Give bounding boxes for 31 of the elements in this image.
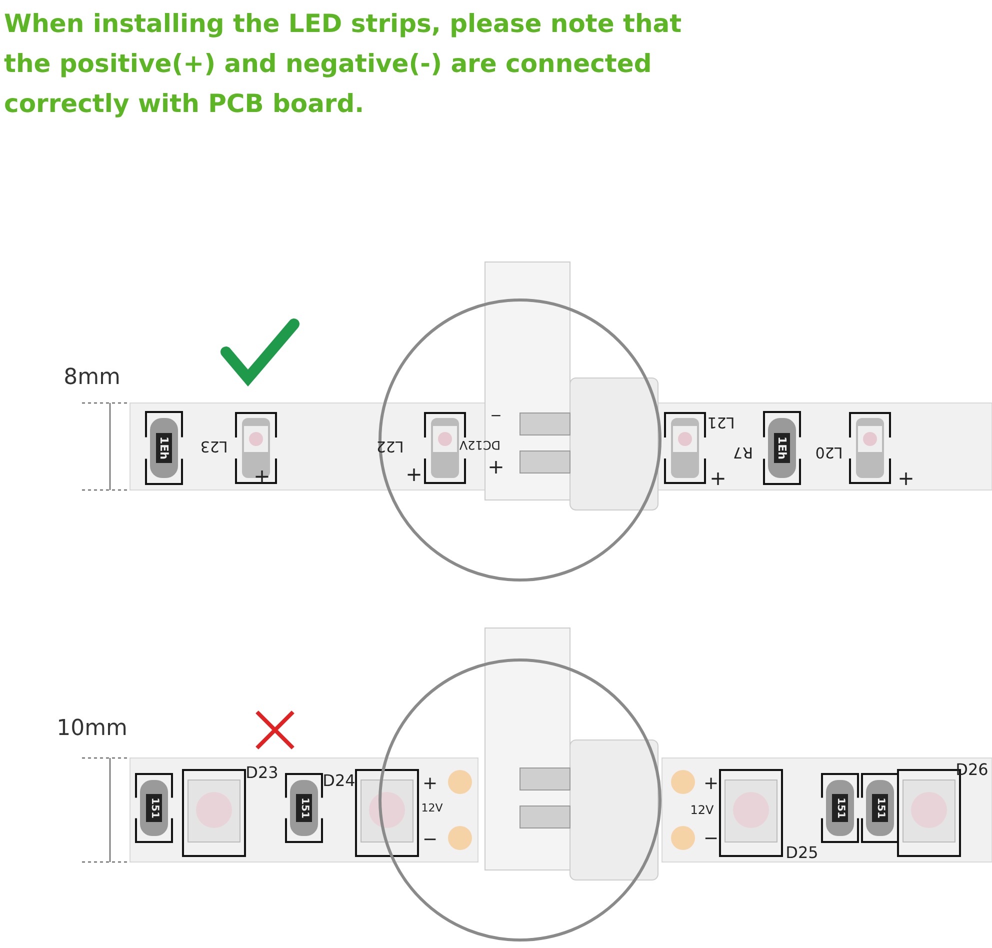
component-label: D23 (246, 765, 278, 781)
polarity-mark: + (254, 466, 270, 486)
voltage-marking: 12V (421, 802, 443, 814)
heading: When installing the LED strips, please note that the positive(+) and negative(-) are connected correctly with PCB board. (4, 8, 683, 120)
component-marking: 151 (149, 798, 159, 818)
voltage-marking: DC12V (459, 439, 501, 451)
component-label: D24 (322, 773, 356, 789)
component-marking: 151 (299, 798, 309, 818)
component-marking: 151 (835, 798, 845, 818)
polarity-mark: + (703, 775, 719, 793)
polarity-mark: − (422, 831, 438, 849)
component-label: D26 (956, 762, 988, 778)
dimension-label: 10mm (56, 718, 128, 740)
component-label: L21 (707, 414, 735, 430)
component-label: L22 (376, 438, 404, 454)
component-label: R7 (733, 444, 753, 460)
polarity-mark: + (406, 464, 422, 484)
component-label: L23 (200, 438, 228, 454)
polarity-mark: + (488, 458, 504, 478)
polarity-mark: + (710, 468, 726, 488)
polarity-mark: + (422, 775, 438, 793)
polarity-mark: − (703, 830, 719, 848)
component-marking: 1Eh (158, 436, 170, 460)
component-label: D25 (786, 845, 818, 861)
voltage-marking: 12V (690, 804, 714, 816)
polarity-mark: − (490, 409, 502, 423)
component-marking: 1Eh (776, 436, 788, 460)
component-label: L20 (815, 444, 843, 460)
polarity-mark: + (898, 468, 914, 488)
component-marking: 151 (875, 798, 885, 818)
dimension-label: 8mm (64, 367, 120, 389)
